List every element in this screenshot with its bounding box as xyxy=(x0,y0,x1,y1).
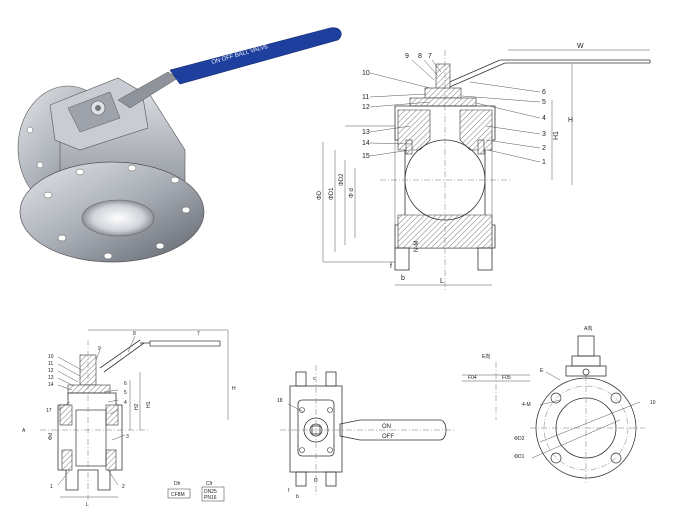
sv-label-4: 4 xyxy=(542,115,546,122)
valve-photo: ON OFF BALL VALVE xyxy=(17,27,342,263)
front-view: 8 7 9 10 11 12 13 14 6 5 4 17 3 1 2 A Φd… xyxy=(22,329,236,508)
sv-dim-D2: ΦD2 xyxy=(339,173,345,186)
sv-label-1: 1 xyxy=(542,159,546,166)
flange-pattern-detail: E向 F04 F05 xyxy=(462,353,530,420)
valve-handle: ON OFF BALL VALVE xyxy=(169,27,342,85)
fv-label-8: 8 xyxy=(133,331,136,337)
fv-label-7: 7 xyxy=(197,331,200,337)
flange-option-f04: F04 xyxy=(468,375,477,381)
fv-dim-A: A xyxy=(22,428,26,434)
side-dim-b: b xyxy=(296,494,299,500)
sv-label-5: 5 xyxy=(542,99,546,106)
sv-label-2: 2 xyxy=(542,145,546,152)
sv-label-10: 10 xyxy=(362,70,370,77)
fv-dim-H1: H1 xyxy=(146,401,152,408)
table-rating-line1: DN25 xyxy=(204,489,217,495)
side-on-label: ON xyxy=(382,424,391,430)
flange-option-f05: F05 xyxy=(502,375,511,381)
fv-label-12: 12 xyxy=(48,368,54,374)
section-view: 9 8 7 10 11 12 13 14 15 6 5 4 3 2 1 W H … xyxy=(317,43,651,290)
sv-label-3: 3 xyxy=(542,131,546,138)
top-dim-E: E xyxy=(540,368,544,374)
flange-bolt-holes xyxy=(26,126,191,260)
fv-label-17: 17 xyxy=(46,408,52,414)
side-label-18: 18 xyxy=(277,398,283,404)
sv-dim-W: W xyxy=(577,43,584,50)
fv-dim-d: Φd xyxy=(48,433,54,440)
fv-label-11: 11 xyxy=(48,361,53,367)
fv-dim-H2: H2 xyxy=(134,403,140,410)
table-material: CF8M xyxy=(171,492,185,498)
top-view-title: A向 xyxy=(584,325,592,332)
table-rating-line2: PN16 xyxy=(204,495,217,501)
sv-dim-f: f xyxy=(390,263,392,270)
top-dim-M: 4-M xyxy=(522,402,531,408)
fv-label-10: 10 xyxy=(48,354,54,360)
fv-label-3: 3 xyxy=(126,434,129,440)
sv-dim-H: H xyxy=(568,117,573,124)
side-dim-D: D xyxy=(314,478,318,484)
sv-dim-D: ΦD xyxy=(317,190,323,200)
side-dim-f: f xyxy=(288,488,290,494)
sv-label-7: 7 xyxy=(428,53,432,60)
sv-label-13: 13 xyxy=(362,129,370,136)
fv-label-14: 14 xyxy=(48,382,54,388)
table-pn-header: C/t xyxy=(206,481,213,487)
sv-label-14: 14 xyxy=(362,140,370,147)
sv-label-6: 6 xyxy=(542,89,546,96)
sv-dim-H1: H1 xyxy=(553,131,560,140)
top-dim-D1: ΦD1 xyxy=(514,454,525,460)
side-off-label: OFF xyxy=(382,434,394,440)
fv-label-9: 9 xyxy=(98,346,101,352)
sv-dim-d: Φ d xyxy=(349,188,355,198)
flange-view-label: E向 xyxy=(482,353,490,360)
sv-dim-b: b xyxy=(401,275,405,282)
sv-label-11: 11 xyxy=(362,94,369,101)
sv-label-8: 8 xyxy=(418,53,422,60)
sv-dim-D1: ΦD1 xyxy=(329,187,335,200)
fv-label-4: 4 xyxy=(124,400,127,406)
fv-label-1: 1 xyxy=(50,484,53,490)
sv-label-9: 9 xyxy=(405,53,409,60)
fv-label-2: 2 xyxy=(122,484,125,490)
top-dim-D2: ΦD2 xyxy=(514,436,525,442)
fv-label-5: 5 xyxy=(124,390,127,396)
table-dn-header: Dh xyxy=(174,481,181,487)
sv-label-12: 12 xyxy=(362,104,370,111)
sv-dim-NM: N-M xyxy=(414,241,420,252)
sv-label-15: 15 xyxy=(362,153,370,160)
side-dim-c: c xyxy=(313,376,316,382)
top-view-a: A向 E 4-M ΦD2 ΦD1 10 xyxy=(514,325,656,485)
sv-dim-L: L xyxy=(440,278,444,285)
fv-label-6: 6 xyxy=(124,381,127,387)
side-view: ON OFF 18 c D f b xyxy=(277,365,455,500)
top-dim-10: 10 xyxy=(650,400,656,406)
fv-dim-H: H xyxy=(232,386,236,392)
fv-label-13: 13 xyxy=(48,375,54,381)
fv-dim-L: L xyxy=(86,502,89,508)
